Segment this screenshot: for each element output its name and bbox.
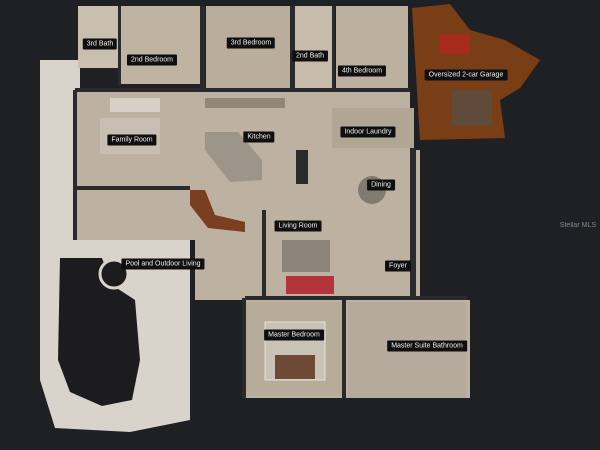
label-pool-outdoor-living: Pool and Outdoor Living	[121, 258, 205, 270]
label-kitchen: Kitchen	[243, 131, 275, 143]
family-room-sofa	[110, 98, 160, 112]
third-bath-area	[78, 6, 118, 68]
fourth-bedroom-area	[336, 6, 408, 90]
garage-clutter	[452, 90, 492, 126]
spa	[98, 258, 130, 290]
living-room-sofa	[286, 276, 334, 294]
label-3rd-bath: 3rd Bath	[82, 38, 118, 50]
label-2nd-bedroom: 2nd Bedroom	[126, 54, 178, 66]
garage-storage	[440, 34, 470, 54]
master-bed-frame	[275, 355, 315, 379]
label-4th-bedroom: 4th Bedroom	[337, 65, 387, 77]
label-master-bedroom: Master Bedroom	[264, 329, 324, 341]
label-living-room: Living Room	[274, 220, 322, 232]
walls	[73, 6, 467, 398]
label-indoor-laundry: Indoor Laundry	[340, 126, 396, 138]
kitchen-island	[205, 132, 262, 182]
label-dining: Dining	[367, 179, 395, 191]
staircase	[190, 190, 245, 232]
living-room-rug	[282, 240, 330, 272]
second-bath-area	[294, 6, 334, 90]
second-bedroom-area	[120, 6, 202, 84]
label-family-room: Family Room	[107, 134, 157, 146]
label-garage: Oversized 2-car Garage	[424, 69, 508, 81]
kitchen-counter	[205, 98, 285, 108]
label-foyer: Foyer	[385, 260, 411, 272]
watermark: Stellar MLS	[559, 222, 596, 229]
pool	[58, 258, 140, 406]
label-master-suite-bathroom: Master Suite Bathroom	[387, 340, 467, 352]
label-2nd-bath: 2nd Bath	[291, 50, 329, 62]
label-3rd-bedroom: 3rd Bedroom	[226, 37, 276, 49]
